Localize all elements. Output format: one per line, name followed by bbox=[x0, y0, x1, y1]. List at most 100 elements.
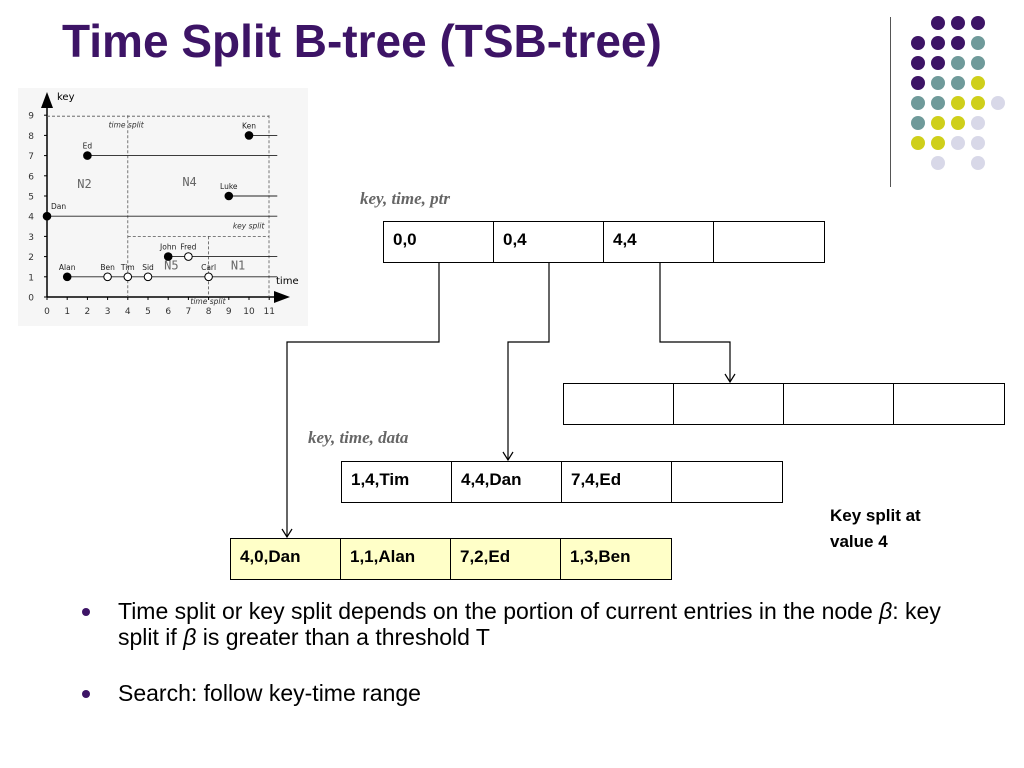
bullet-marker bbox=[82, 690, 90, 698]
bottom-data-node: 4,0,Dan 1,1,Alan 7,2,Ed 1,3,Ben bbox=[230, 538, 672, 580]
y-tick-label: 4 bbox=[28, 213, 34, 223]
decorative-dot bbox=[931, 16, 945, 30]
decorative-dot bbox=[951, 36, 965, 50]
y-tick-label: 6 bbox=[28, 172, 34, 182]
arrow-to-bottom-node bbox=[281, 263, 440, 539]
x-tick-label: 7 bbox=[186, 307, 192, 317]
y-tick-label: 2 bbox=[28, 253, 34, 263]
record-point bbox=[83, 151, 92, 160]
y-tick-label: 9 bbox=[28, 112, 34, 122]
decorative-dot bbox=[971, 136, 985, 150]
node-region-label: N1 bbox=[231, 259, 245, 273]
x-tick-label: 6 bbox=[165, 307, 171, 317]
middle-entry-3: 7,4,Ed bbox=[562, 462, 672, 502]
decorative-dot bbox=[911, 116, 925, 130]
decorative-dot bbox=[951, 76, 965, 90]
x-tick-label: 3 bbox=[105, 307, 111, 317]
x-tick-label: 5 bbox=[145, 307, 151, 317]
x-axis-label: time bbox=[276, 276, 299, 287]
record-point-label: Fred bbox=[180, 243, 196, 252]
record-point-label: Ed bbox=[83, 142, 93, 151]
decorative-dot bbox=[931, 36, 945, 50]
time-split-label-2: time split bbox=[190, 297, 226, 306]
decorative-dot bbox=[911, 136, 925, 150]
record-point bbox=[163, 252, 173, 261]
bullet-text-part: Time split or key split depends on the p… bbox=[118, 598, 880, 624]
root-index-node: 0,0 0,4 4,4 bbox=[383, 221, 825, 263]
index-node-caption: key, time, ptr bbox=[360, 189, 451, 208]
empty-node-entry-2 bbox=[674, 384, 784, 424]
record-point-label: Luke bbox=[220, 182, 238, 191]
decorative-dot bbox=[971, 56, 985, 70]
record-point bbox=[143, 272, 153, 282]
divider-line bbox=[890, 17, 891, 187]
bullet-text: Search: follow key-time range bbox=[118, 680, 421, 706]
decorative-dot bbox=[911, 36, 925, 50]
y-tick-label: 5 bbox=[28, 193, 34, 203]
y-axis-label: key bbox=[57, 92, 75, 103]
empty-node-entry-1 bbox=[564, 384, 674, 424]
bottom-entry-3: 7,2,Ed bbox=[451, 539, 561, 579]
record-point bbox=[62, 272, 72, 282]
beta-symbol: β bbox=[879, 598, 893, 624]
record-point-label: Tim bbox=[120, 263, 135, 272]
decorative-dot bbox=[991, 96, 1005, 110]
bullet-text-part: is greater than a threshold T bbox=[196, 624, 490, 650]
record-point-label: John bbox=[159, 243, 177, 252]
record-point bbox=[224, 191, 234, 201]
decorative-dot bbox=[971, 36, 985, 50]
node-region-label: N2 bbox=[77, 177, 91, 191]
decorative-dot bbox=[911, 96, 925, 110]
bottom-entry-4: 1,3,Ben bbox=[561, 539, 671, 579]
bullet-text-part: : key split if bbox=[118, 598, 941, 650]
x-tick-label: 10 bbox=[243, 307, 255, 317]
decorative-dot bbox=[931, 56, 945, 70]
middle-data-node: 1,4,Tim 4,4,Dan 7,4,Ed bbox=[341, 461, 783, 503]
y-axis-arrow bbox=[41, 92, 53, 108]
bullet-search: Search: follow key-time range bbox=[80, 680, 980, 706]
bullet-split-rule: Time split or key split depends on the p… bbox=[80, 598, 980, 650]
record-point-label: Sid bbox=[142, 263, 154, 272]
decorative-dot bbox=[951, 56, 965, 70]
x-tick-label: 4 bbox=[125, 307, 131, 317]
bottom-entry-2: 1,1,Alan bbox=[341, 539, 451, 579]
x-tick-label: 2 bbox=[85, 307, 91, 317]
decorative-dot bbox=[951, 136, 965, 150]
record-point-label: Dan bbox=[51, 202, 66, 211]
bullet-list: Time split or key split depends on the p… bbox=[80, 598, 980, 736]
decorative-dot bbox=[931, 136, 945, 150]
decorative-dot bbox=[971, 16, 985, 30]
middle-entry-1: 1,4,Tim bbox=[342, 462, 452, 502]
x-tick-label: 11 bbox=[263, 307, 274, 317]
record-point bbox=[184, 252, 193, 261]
key-split-label: key split bbox=[233, 221, 266, 230]
x-axis-arrow bbox=[274, 291, 290, 303]
record-point bbox=[244, 131, 254, 140]
y-tick-label: 1 bbox=[28, 273, 34, 283]
arrow-to-empty-node bbox=[659, 263, 736, 384]
time-split-label: time split bbox=[109, 120, 145, 129]
record-point-label: Ben bbox=[100, 263, 115, 272]
decorative-dot bbox=[931, 96, 945, 110]
x-tick-label: 8 bbox=[206, 307, 212, 317]
decorative-dot bbox=[951, 116, 965, 130]
empty-node-entry-3 bbox=[784, 384, 894, 424]
y-tick-label: 0 bbox=[28, 294, 34, 304]
y-tick-label: 8 bbox=[28, 132, 34, 142]
record-point-label: Carl bbox=[201, 263, 216, 272]
bottom-entry-1: 4,0,Dan bbox=[231, 539, 341, 579]
empty-node bbox=[563, 383, 1005, 425]
y-tick-label: 7 bbox=[28, 152, 34, 162]
record-point-label: Ken bbox=[242, 121, 256, 130]
y-tick-label: 3 bbox=[28, 233, 34, 243]
decorative-dot bbox=[971, 156, 985, 170]
node-region-label: N4 bbox=[182, 175, 196, 189]
arrow-to-middle-node bbox=[502, 263, 550, 462]
root-entry-3: 4,4 bbox=[604, 222, 714, 262]
decorative-dot bbox=[971, 76, 985, 90]
decorative-dot bbox=[951, 16, 965, 30]
x-tick-label: 9 bbox=[226, 307, 232, 317]
node-region-label: N5 bbox=[164, 259, 178, 273]
decorative-dot bbox=[931, 76, 945, 90]
